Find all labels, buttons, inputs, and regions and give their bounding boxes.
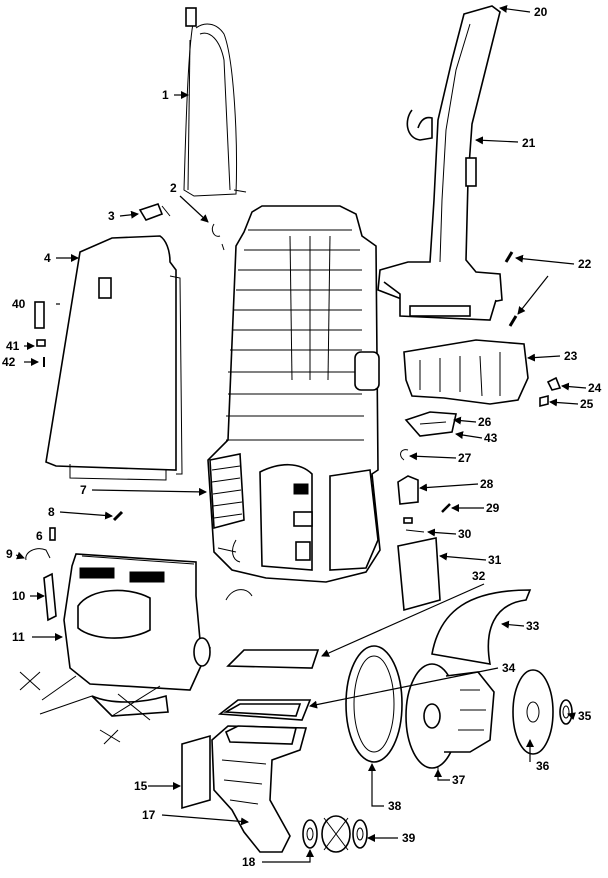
label-24: 24 [588,381,602,395]
label-26: 26 [478,415,492,429]
leader-lines [15,4,587,863]
label-22: 22 [578,257,592,271]
small-left-parts [25,510,253,622]
hook-part-2 [211,223,225,251]
label-4: 4 [44,251,51,265]
handle-part [377,5,503,321]
label-38: 38 [388,799,402,813]
fan-part-crossed [321,815,351,853]
label-40: 40 [12,297,26,311]
label-7: 7 [80,483,87,497]
block-part-28 [397,475,419,505]
cord-part [183,7,247,197]
spring-part-27 [400,449,409,461]
label-27: 27 [458,451,472,465]
label-28: 28 [480,477,494,491]
label-39: 39 [402,831,416,845]
label-32: 32 [472,569,486,583]
label-30: 30 [458,527,472,541]
cap-part-35 [559,699,573,725]
label-31: 31 [488,553,502,567]
label-43: 43 [484,431,498,445]
label-29: 29 [486,501,500,515]
latch-part-26 [404,411,457,437]
label-17: 17 [142,808,156,822]
clip-part-24-25 [539,376,562,408]
washer-part-39 [352,819,368,849]
label-41: 41 [6,339,20,353]
label-34: 34 [502,661,516,675]
small-parts-40-42 [34,301,46,367]
bracket-part-23 [403,339,529,405]
ring-part-38 [345,645,403,763]
label-37: 37 [452,773,466,787]
motor-part [405,663,495,769]
filter-part-34 [217,699,312,721]
clip-part-3 [138,203,171,221]
screws-part-22 [504,251,518,327]
label-10: 10 [12,589,26,603]
pin-part-29 [441,503,451,513]
obsolete-crossed-parts [19,671,169,745]
main-body-part [207,205,381,583]
label-18: 18 [242,855,256,869]
part-number-labels: 1 2 3 4 40 41 42 7 8 6 9 10 11 20 21 22 … [2,5,602,869]
label-2: 2 [170,181,177,195]
housing-part-17 [211,725,308,853]
label-3: 3 [108,209,115,223]
label-33: 33 [526,619,540,633]
label-23: 23 [564,349,578,363]
label-15: 15 [134,779,148,793]
disc-part-36 [512,669,554,755]
small-parts-30 [403,517,425,533]
front-panel-part [45,235,183,481]
label-35: 35 [578,709,592,723]
label-36: 36 [536,759,550,773]
label-8: 8 [48,505,55,519]
nozzle-base-part [63,553,212,691]
label-1: 1 [162,88,169,102]
plate-part-15 [181,734,211,810]
filter-part-32 [226,649,320,669]
label-11: 11 [12,630,25,644]
label-25: 25 [580,397,594,411]
label-9: 9 [6,547,13,561]
label-21: 21 [522,136,536,150]
washer-part-18 [302,819,318,849]
shield-part-33 [431,589,532,665]
label-42: 42 [2,355,16,369]
label-6: 6 [36,529,43,543]
label-20: 20 [534,5,548,19]
plate-part-31 [397,537,441,612]
